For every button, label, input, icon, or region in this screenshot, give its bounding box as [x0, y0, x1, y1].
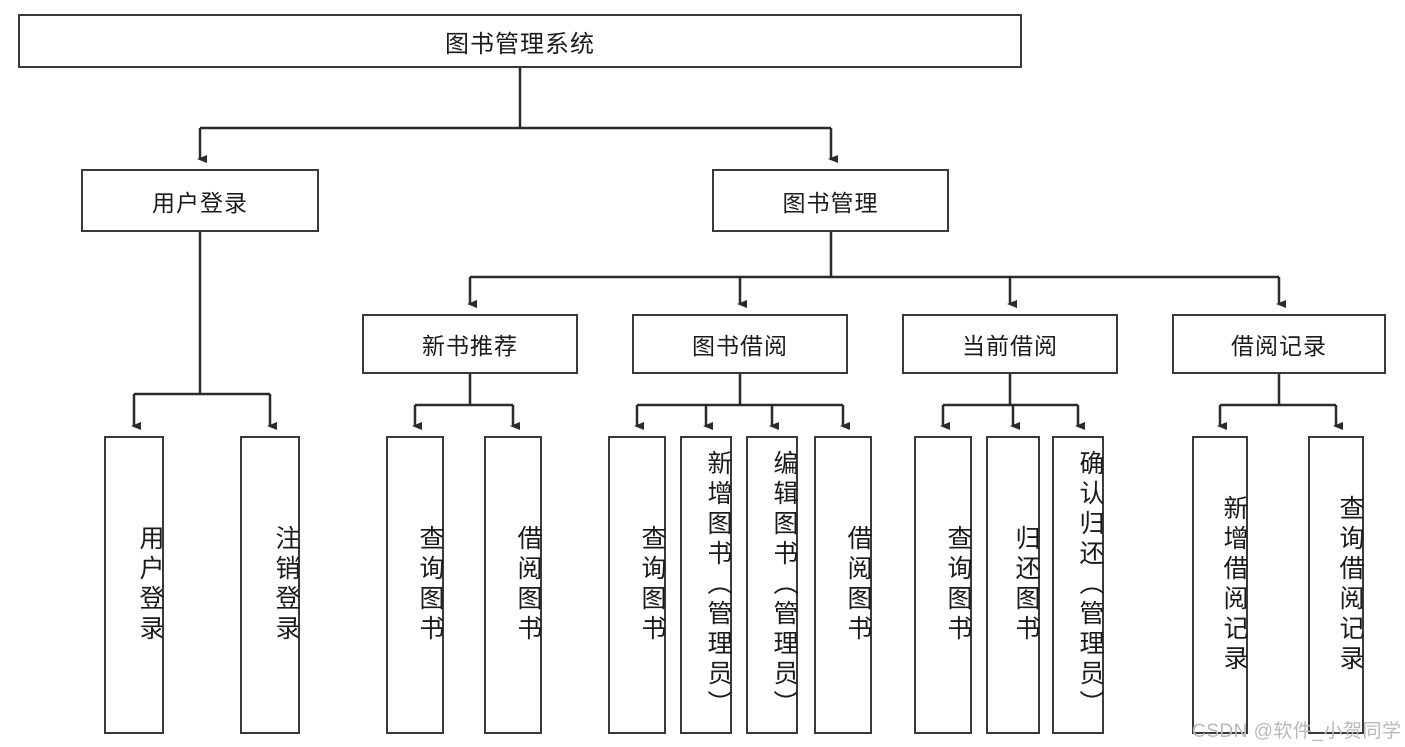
node-label: 新增图书（管理员）	[704, 450, 732, 720]
node-leaf-add-record[interactable]: 新增借阅记录	[1192, 436, 1248, 734]
node-label: 借阅图书	[844, 525, 872, 645]
node-label: 图书管理系统	[445, 30, 595, 58]
watermark-label: CSDN @软件_小贺同学	[1192, 721, 1402, 742]
node-root[interactable]: 图书管理系统	[18, 14, 1022, 68]
node-l3-borrow-record[interactable]: 借阅记录	[1172, 314, 1386, 374]
node-leaf-return-book[interactable]: 归还图书	[986, 436, 1040, 734]
node-label: 当前借阅	[962, 333, 1058, 359]
node-label: 注销登录	[272, 525, 300, 645]
node-label: 编辑图书（管理员）	[770, 450, 798, 720]
node-label: 图书借阅	[692, 333, 788, 359]
node-l3-new-book-rec[interactable]: 新书推荐	[362, 314, 578, 374]
node-label: 借阅图书	[514, 525, 542, 645]
node-l2-book-manage[interactable]: 图书管理	[712, 169, 949, 232]
node-label: 新增借阅记录	[1220, 495, 1248, 675]
node-leaf-confirm-return[interactable]: 确认归还（管理员）	[1052, 436, 1104, 734]
node-label: 新书推荐	[422, 333, 518, 359]
node-label: 图书管理	[782, 189, 879, 216]
node-leaf-query-record[interactable]: 查询借阅记录	[1308, 436, 1364, 734]
node-label: 归还图书	[1012, 525, 1040, 645]
node-label: 借阅记录	[1231, 333, 1327, 359]
node-label: 用户登录	[152, 189, 248, 216]
node-leaf-logout[interactable]: 注销登录	[240, 436, 300, 734]
node-label: 确认归还（管理员）	[1076, 450, 1104, 720]
node-leaf-query-book-3[interactable]: 查询图书	[914, 436, 972, 734]
node-leaf-user-login[interactable]: 用户登录	[104, 436, 164, 734]
node-l3-book-borrow[interactable]: 图书借阅	[632, 314, 848, 374]
node-l3-current-borrow[interactable]: 当前借阅	[902, 314, 1118, 374]
node-label: 查询图书	[638, 525, 666, 645]
node-label: 查询借阅记录	[1336, 495, 1364, 675]
node-label: 用户登录	[136, 525, 164, 645]
node-leaf-borrow-book-1[interactable]: 借阅图书	[484, 436, 542, 734]
node-leaf-query-book-2[interactable]: 查询图书	[608, 436, 666, 734]
node-label: 查询图书	[944, 525, 972, 645]
node-label: 查询图书	[416, 525, 444, 645]
node-leaf-add-book[interactable]: 新增图书（管理员）	[680, 436, 732, 734]
node-l2-user-login[interactable]: 用户登录	[81, 169, 319, 232]
node-leaf-borrow-book-2[interactable]: 借阅图书	[814, 436, 872, 734]
node-leaf-edit-book[interactable]: 编辑图书（管理员）	[746, 436, 798, 734]
node-leaf-query-book-1[interactable]: 查询图书	[386, 436, 444, 734]
